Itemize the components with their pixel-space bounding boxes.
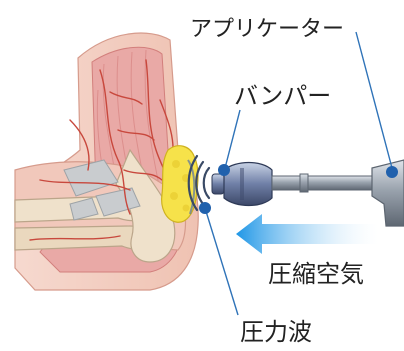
applicator-device <box>212 160 404 226</box>
pressure-wave-label: 圧力波 <box>240 318 312 346</box>
compressed-air-arrow-icon <box>236 214 378 254</box>
compressed-air-label: 圧縮空気 <box>268 260 364 288</box>
bumper <box>224 163 272 206</box>
applicator-label: アプリケーター <box>190 17 344 42</box>
pressure-wave-pointer-dot <box>199 202 211 214</box>
bumper-pointer-dot <box>218 164 230 176</box>
bumper-label: バンパー <box>234 82 331 110</box>
applicator-pointer-dot <box>386 166 398 178</box>
lesion-fat-deposit <box>162 146 198 223</box>
elbow-illustration <box>15 33 198 290</box>
